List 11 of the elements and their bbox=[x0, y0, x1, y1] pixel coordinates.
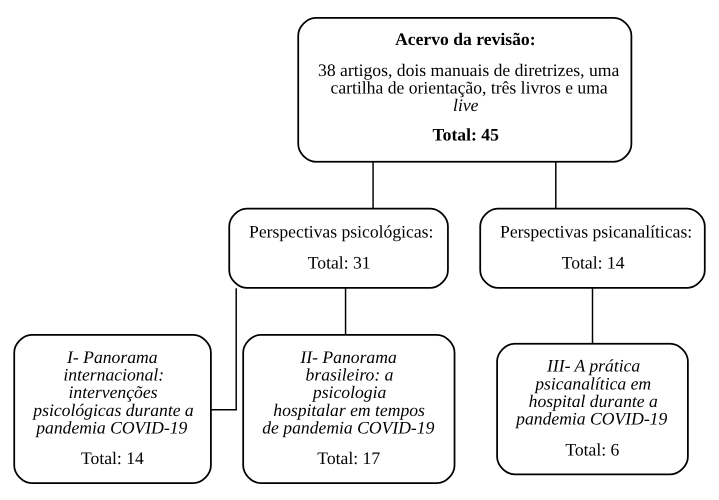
node-box: III- A prática psicanalítica em hospital durante a pandemia COVID-19 Total: 6 bbox=[496, 342, 689, 475]
connector bbox=[372, 162, 374, 208]
node-box: II- Panorama brasileiro: a psicologia hospitalar em tempos de pandemia COVID-19 Total: 17 bbox=[242, 334, 456, 484]
connector bbox=[344, 288, 346, 334]
connector bbox=[211, 288, 237, 410]
node-box: Perspectivas psicológicas: Total: 31 bbox=[228, 207, 449, 288]
connector bbox=[555, 162, 557, 208]
node-box: Acervo da revisão: 38 artigos, dois manuais de diretrizes, uma cartilha de orientação, três livros e uma live Total: 45 bbox=[297, 16, 632, 162]
connector bbox=[592, 288, 594, 343]
node-box: I- Panorama internacional: intervenções psicológicas durante a pandemia COVID-19 Total: 14 bbox=[13, 334, 212, 484]
node-box: Perspectivas psicanalíticas: Total: 14 bbox=[479, 207, 706, 288]
